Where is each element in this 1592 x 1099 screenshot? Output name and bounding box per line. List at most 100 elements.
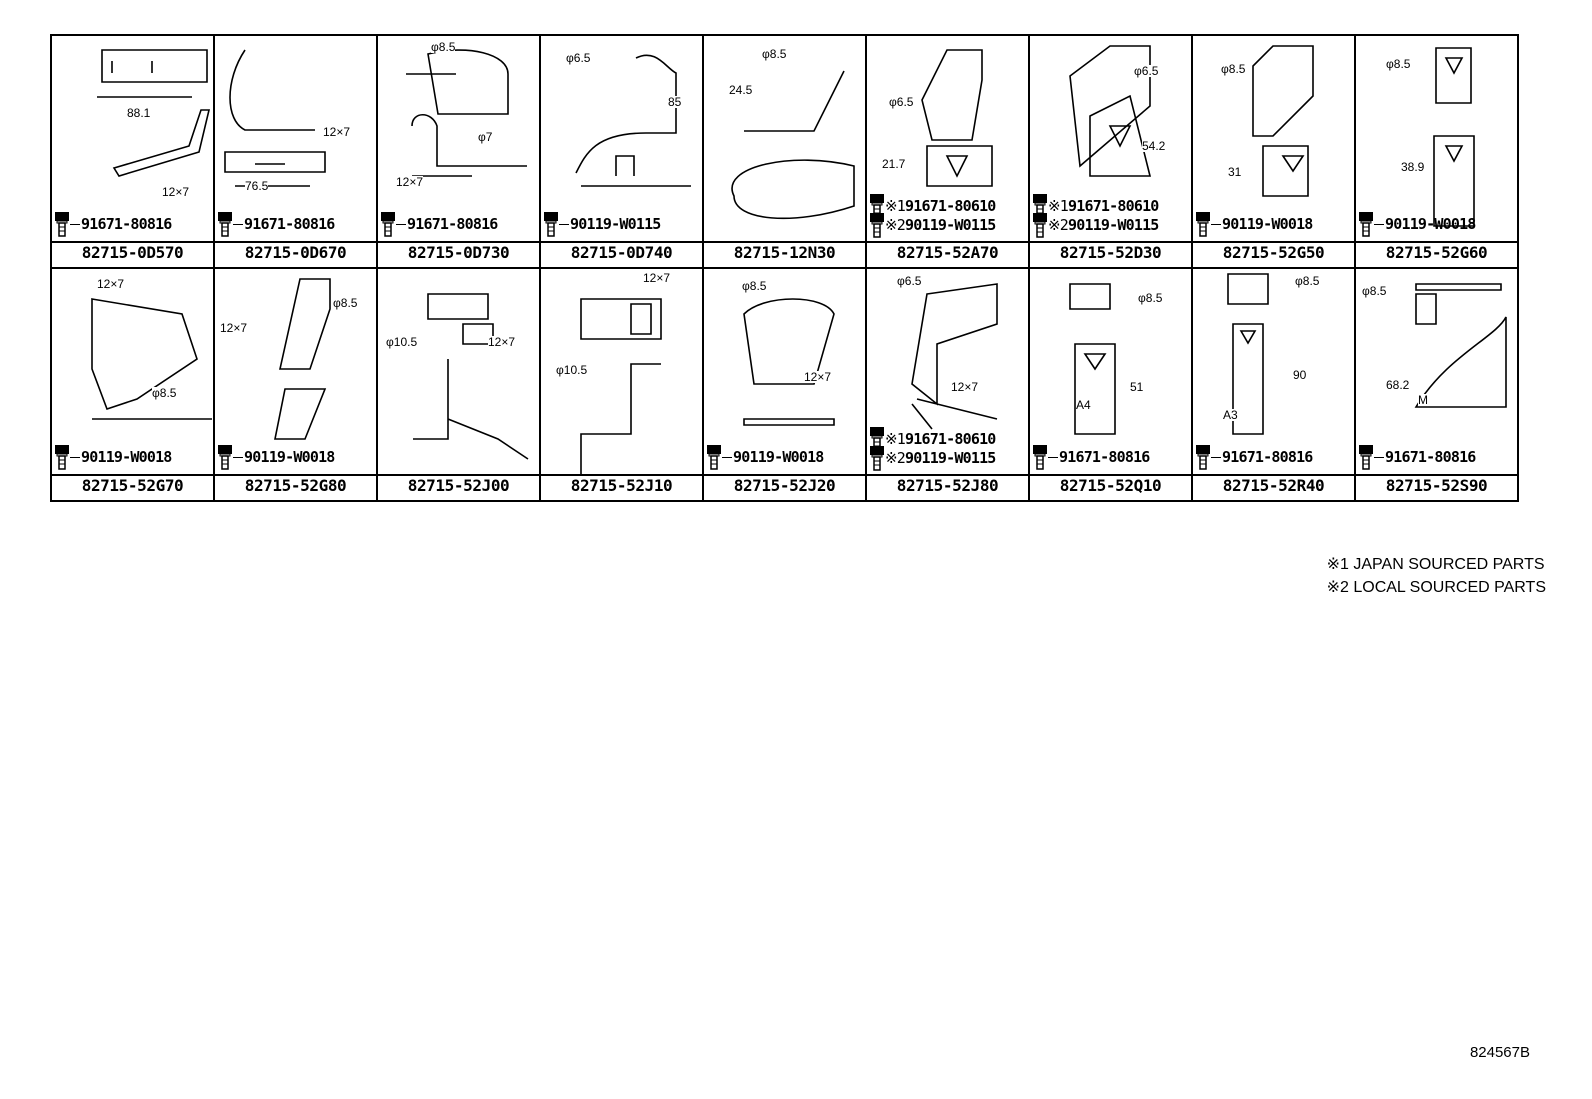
dimension-label: 51 xyxy=(1130,380,1144,394)
bracket-outline xyxy=(91,298,212,420)
dimension-label: φ10.5 xyxy=(556,363,588,377)
bracket-part-number: 82715-52J20 xyxy=(702,474,867,502)
bracket-part-number: 82715-52J00 xyxy=(376,474,541,502)
bracket-line-art xyxy=(580,298,662,474)
dimension-label: 31 xyxy=(1228,165,1242,179)
bracket-outline xyxy=(1227,273,1269,435)
bolt-icon xyxy=(218,445,232,470)
leader-line xyxy=(1211,223,1221,225)
bracket-illustration: φ8.5 31 90119-W0018 xyxy=(1193,36,1354,241)
bolt-icon xyxy=(1033,213,1047,238)
bolt-icon xyxy=(870,213,884,238)
dimension-label: 85 xyxy=(668,95,682,109)
bracket-outline xyxy=(413,293,529,460)
bolt-callout: 91671-80816 xyxy=(217,211,335,237)
bracket-outline xyxy=(1069,283,1116,435)
leader-line xyxy=(70,456,80,458)
bracket-line-art xyxy=(911,283,998,430)
dimension-label: φ8.5 xyxy=(1362,284,1387,298)
bracket-outline xyxy=(921,49,993,187)
bolt-icon xyxy=(544,212,558,237)
bracket-line-art xyxy=(1252,45,1314,197)
dimension-label: φ8.5 xyxy=(1221,62,1246,76)
source-notes: ※1 JAPAN SOURCED PARTS ※2 LOCAL SOURCED … xyxy=(1327,553,1546,599)
bolt-part-number: 90119-W0115 xyxy=(1068,216,1159,234)
bracket-part-number: 82715-52J10 xyxy=(539,474,704,502)
bracket-part-number: 82715-52A70 xyxy=(865,241,1030,269)
bracket-outline xyxy=(1252,45,1314,197)
bolt-part-number: 90119-W0018 xyxy=(244,448,335,466)
bolt-callout: 90119-W0018 xyxy=(54,444,172,470)
dimension-label: φ8.5 xyxy=(1386,57,1411,71)
bracket-part-number: 82715-52G70 xyxy=(50,474,215,502)
bracket-line-art xyxy=(1227,273,1269,435)
leader-line xyxy=(1374,223,1384,225)
dimension-label: 12×7 xyxy=(951,380,979,394)
bracket-part-number: 82715-0D570 xyxy=(50,241,215,269)
bolt-icon xyxy=(707,445,721,470)
dimension-label: φ8.5 xyxy=(742,279,767,293)
dimension-label: φ8.5 xyxy=(431,40,456,54)
bracket-line-art xyxy=(921,49,993,187)
bracket-part-number: 82715-52R40 xyxy=(1191,474,1356,502)
source-mark: ※2 xyxy=(885,449,906,467)
dimension-label: 12×7 xyxy=(488,335,516,349)
bolt-callout: 90119-W0018 xyxy=(1195,211,1313,237)
bracket-line-art xyxy=(274,278,331,440)
bracket-part-number: 82715-0D740 xyxy=(539,241,704,269)
dimension-label: φ6.5 xyxy=(889,95,914,109)
bolt-part-number: 91671-80816 xyxy=(1222,448,1313,466)
dimension-label: φ8.5 xyxy=(1138,291,1163,305)
bracket-outline xyxy=(224,49,326,187)
bolt-icon xyxy=(870,446,884,471)
dimension-label: φ8.5 xyxy=(762,47,787,61)
bracket-outline xyxy=(1414,283,1507,408)
dimension-label: φ7 xyxy=(478,130,493,144)
bracket-line-art xyxy=(1433,47,1475,227)
bolt-part-number: 90119-W0018 xyxy=(1222,215,1313,233)
bolt-callout: 91671-80816 xyxy=(380,211,498,237)
bolt-part-number: 91671-80610 xyxy=(1068,197,1159,215)
dimension-label: 54.2 xyxy=(1142,139,1166,153)
bracket-line-art xyxy=(575,54,691,187)
dimension-label: 12×7 xyxy=(97,277,125,291)
leader-line xyxy=(1211,456,1221,458)
bolt-part-number: 90119-W0018 xyxy=(81,448,172,466)
leader-line xyxy=(233,223,243,225)
dimension-label: φ10.5 xyxy=(386,335,418,349)
note-japan-sourced: ※1 JAPAN SOURCED PARTS xyxy=(1326,556,1545,573)
dimension-label: φ6.5 xyxy=(1134,64,1159,78)
bracket-outline xyxy=(911,283,998,430)
bolt-callout: 90119-W0018 xyxy=(1358,211,1476,237)
dimension-label: 21.7 xyxy=(882,157,906,171)
bolt-callout: 90119-W0018 xyxy=(706,444,824,470)
bracket-outline xyxy=(406,49,527,177)
bracket-part-number: 82715-52G60 xyxy=(1354,241,1519,269)
bolt-icon xyxy=(218,212,232,237)
bracket-part-number: 82715-0D730 xyxy=(376,241,541,269)
